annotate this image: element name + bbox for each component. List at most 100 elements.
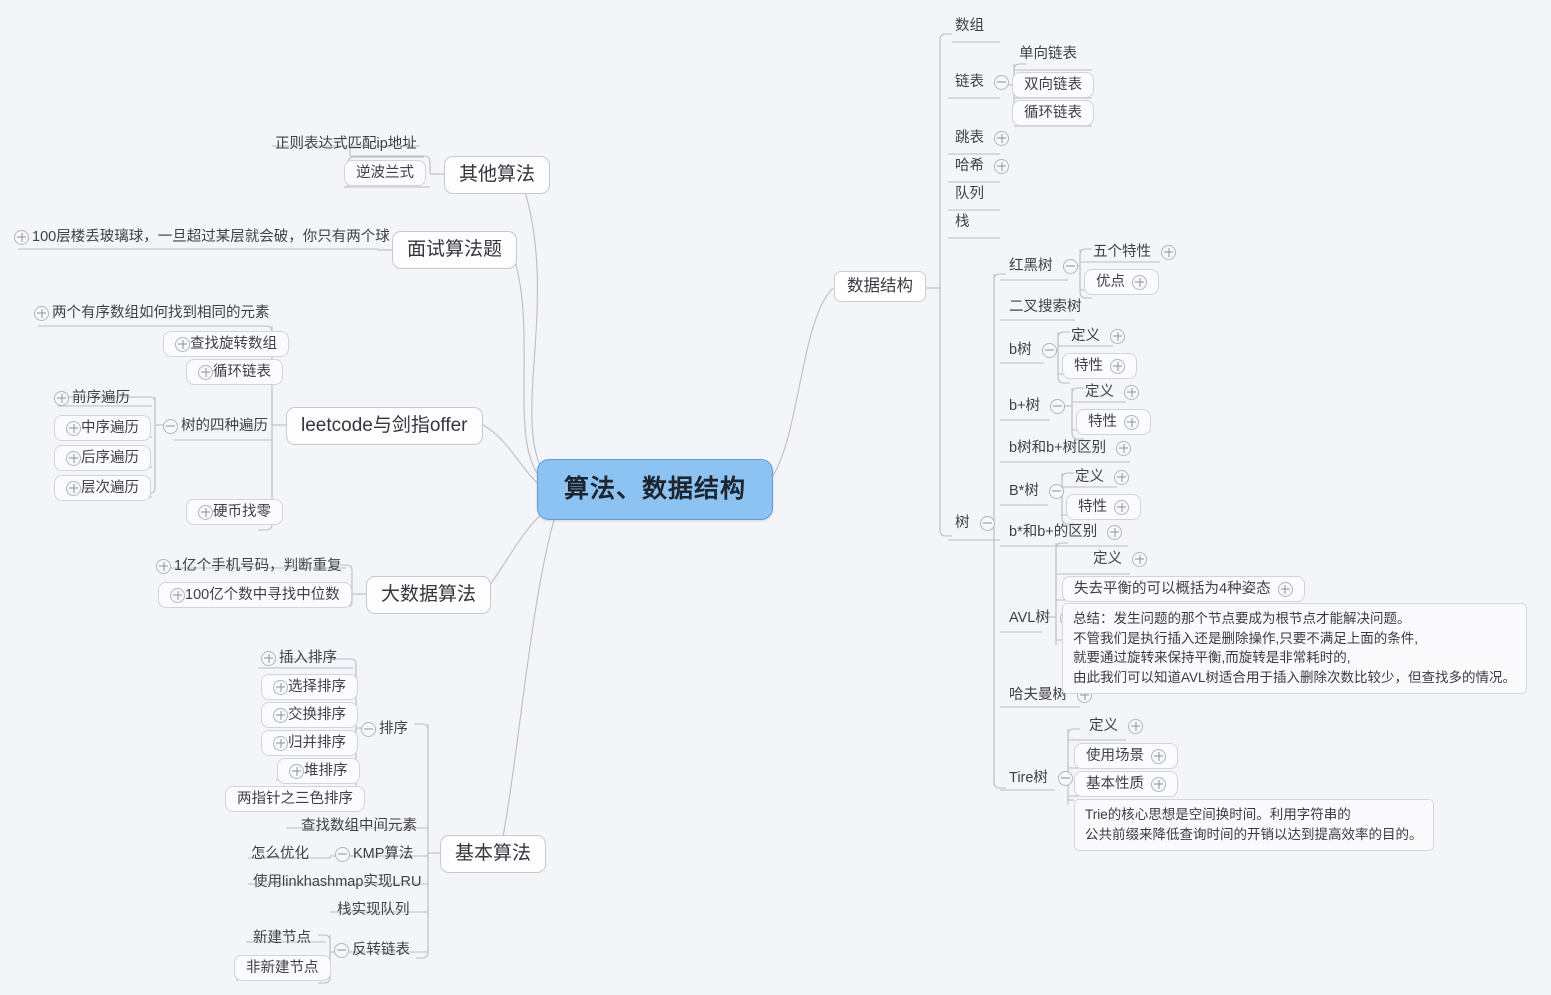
- collapse-toggle-icon[interactable]: [1057, 770, 1073, 786]
- node-heap-sort[interactable]: 堆排序: [277, 758, 360, 785]
- expand-toggle-icon[interactable]: [66, 480, 81, 496]
- expand-toggle-icon[interactable]: [1128, 718, 1143, 734]
- node-kmp-algorithm[interactable]: KMP算法: [335, 844, 416, 864]
- node-trie-definition[interactable]: 定义: [1086, 716, 1143, 736]
- node-b-plus-tree[interactable]: b+树: [1006, 396, 1066, 416]
- expand-toggle-icon[interactable]: [34, 305, 49, 321]
- node-sorting[interactable]: 排序: [361, 719, 411, 739]
- node-bstar-definition[interactable]: 定义: [1072, 467, 1129, 487]
- expand-toggle-icon[interactable]: [1116, 440, 1132, 456]
- node-array[interactable]: 数组: [952, 16, 987, 36]
- node-five-properties[interactable]: 五个特性: [1090, 242, 1176, 262]
- node-hash[interactable]: 哈希: [952, 156, 1009, 176]
- collapse-toggle-icon[interactable]: [1062, 258, 1078, 274]
- expand-toggle-icon[interactable]: [1114, 499, 1129, 515]
- expand-toggle-icon[interactable]: [289, 763, 304, 779]
- expand-toggle-icon[interactable]: [1107, 524, 1123, 540]
- expand-toggle-icon[interactable]: [156, 558, 171, 574]
- node-selection-sort[interactable]: 选择排序: [261, 674, 358, 701]
- collapse-toggle-icon[interactable]: [163, 418, 178, 434]
- node-exchange-sort[interactable]: 交换排序: [261, 702, 358, 729]
- collapse-toggle-icon[interactable]: [1041, 342, 1057, 358]
- node-find-middle-element[interactable]: 查找数组中间元素: [298, 816, 420, 836]
- node-binary-search-tree[interactable]: 二叉搜索树: [1006, 297, 1085, 317]
- node-queue[interactable]: 队列: [952, 184, 987, 204]
- node-avl-summary-note[interactable]: 总结：发生问题的那个节点要成为根节点才能解决问题。 不管我们是执行插入还是删除操…: [1062, 603, 1528, 695]
- expand-toggle-icon[interactable]: [198, 364, 213, 380]
- node-trie-summary-note[interactable]: Trie的核心思想是空间换时间。利用字符串的 公共前缀来降低查询时间的开销以达到…: [1074, 799, 1434, 852]
- node-trie-basic-properties[interactable]: 基本性质: [1074, 771, 1178, 798]
- node-red-black-tree[interactable]: 红黑树: [1006, 256, 1078, 276]
- node-coin-change[interactable]: 硬币找零: [186, 499, 283, 526]
- expand-toggle-icon[interactable]: [1151, 748, 1166, 764]
- node-kmp-optimize[interactable]: 怎么优化: [248, 844, 312, 864]
- expand-toggle-icon[interactable]: [261, 650, 276, 666]
- node-b-vs-bplus[interactable]: b树和b+树区别: [1006, 438, 1132, 458]
- node-level-order-traversal[interactable]: 层次遍历: [54, 475, 151, 502]
- node-four-tree-traversals[interactable]: 树的四种遍历: [163, 416, 271, 436]
- node-b-tree[interactable]: b树: [1006, 340, 1057, 360]
- node-bplus-definition[interactable]: 定义: [1082, 382, 1139, 402]
- topic-data-structure[interactable]: 数据结构: [834, 271, 926, 302]
- node-reverse-polish[interactable]: 逆波兰式: [344, 160, 426, 187]
- node-trie-tree[interactable]: Tire树: [1006, 768, 1073, 788]
- node-singly-linked-list[interactable]: 单向链表: [1016, 44, 1080, 64]
- node-avl-four-postures[interactable]: 失去平衡的可以概括为4种姿态: [1062, 576, 1305, 603]
- node-two-sorted-arrays[interactable]: 两个有序数组如何找到相同的元素: [34, 303, 273, 323]
- collapse-toggle-icon[interactable]: [979, 515, 995, 531]
- expand-toggle-icon[interactable]: [14, 229, 29, 245]
- node-avl-definition[interactable]: 定义: [1090, 549, 1147, 569]
- node-b-properties[interactable]: 特性: [1062, 353, 1137, 380]
- expand-toggle-icon[interactable]: [1132, 551, 1147, 567]
- node-tree[interactable]: 树: [952, 513, 995, 533]
- topic-bigdata[interactable]: 大数据算法: [366, 576, 492, 614]
- node-postorder-traversal[interactable]: 后序遍历: [54, 445, 151, 472]
- expand-toggle-icon[interactable]: [1161, 244, 1176, 260]
- node-circular-linked-list[interactable]: 循环链表: [186, 359, 283, 386]
- node-new-node[interactable]: 新建节点: [250, 928, 314, 948]
- expand-toggle-icon[interactable]: [1124, 414, 1139, 430]
- collapse-toggle-icon[interactable]: [334, 942, 349, 958]
- node-circular-linked-list-ds[interactable]: 循环链表: [1012, 100, 1094, 127]
- node-bstar-properties[interactable]: 特性: [1066, 494, 1141, 521]
- expand-toggle-icon[interactable]: [198, 504, 213, 520]
- collapse-toggle-icon[interactable]: [994, 74, 1009, 90]
- node-median-of-10b[interactable]: 100亿个数中寻找中位数: [158, 582, 352, 609]
- collapse-toggle-icon[interactable]: [361, 721, 376, 737]
- expand-toggle-icon[interactable]: [1277, 581, 1293, 597]
- expand-toggle-icon[interactable]: [66, 420, 81, 436]
- expand-toggle-icon[interactable]: [994, 130, 1009, 146]
- node-lru-linkedhashmap[interactable]: 使用linkhashmap实现LRU: [250, 872, 424, 892]
- expand-toggle-icon[interactable]: [273, 707, 288, 723]
- expand-toggle-icon[interactable]: [1124, 384, 1139, 400]
- node-preorder-traversal[interactable]: 前序遍历: [54, 388, 133, 408]
- expand-toggle-icon[interactable]: [66, 450, 81, 466]
- node-two-pointer-three-color-sort[interactable]: 两指针之三色排序: [225, 786, 365, 813]
- collapse-toggle-icon[interactable]: [1048, 483, 1064, 499]
- collapse-toggle-icon[interactable]: [1050, 398, 1066, 414]
- node-b-star-tree[interactable]: B*树: [1006, 481, 1064, 501]
- expand-toggle-icon[interactable]: [54, 390, 69, 406]
- expand-toggle-icon[interactable]: [1110, 358, 1125, 374]
- expand-toggle-icon[interactable]: [1132, 274, 1147, 290]
- node-search-rotated-array[interactable]: 查找旋转数组: [163, 331, 289, 358]
- topic-other-algorithms[interactable]: 其他算法: [444, 156, 551, 194]
- node-trie-usage[interactable]: 使用场景: [1074, 743, 1178, 770]
- collapse-toggle-icon[interactable]: [335, 846, 350, 862]
- node-merge-sort[interactable]: 归并排序: [261, 730, 358, 757]
- expand-toggle-icon[interactable]: [273, 735, 288, 751]
- node-stack[interactable]: 栈: [952, 212, 973, 232]
- node-bplus-properties[interactable]: 特性: [1076, 409, 1151, 436]
- node-non-new-node[interactable]: 非新建节点: [234, 955, 331, 982]
- node-reverse-linked-list[interactable]: 反转链表: [334, 940, 413, 960]
- node-advantages[interactable]: 优点: [1084, 269, 1159, 296]
- node-b-definition[interactable]: 定义: [1068, 326, 1125, 346]
- topic-basic-algorithms[interactable]: 基本算法: [440, 835, 547, 873]
- node-insertion-sort[interactable]: 插入排序: [261, 648, 340, 668]
- topic-interview-problems[interactable]: 面试算法题: [392, 231, 518, 269]
- expand-toggle-icon[interactable]: [273, 679, 288, 695]
- node-100m-phone-numbers[interactable]: 1亿个手机号码，判断重复: [156, 556, 345, 576]
- expand-toggle-icon[interactable]: [170, 587, 185, 603]
- node-doubly-linked-list[interactable]: 双向链表: [1012, 72, 1094, 99]
- node-inorder-traversal[interactable]: 中序遍历: [54, 415, 151, 442]
